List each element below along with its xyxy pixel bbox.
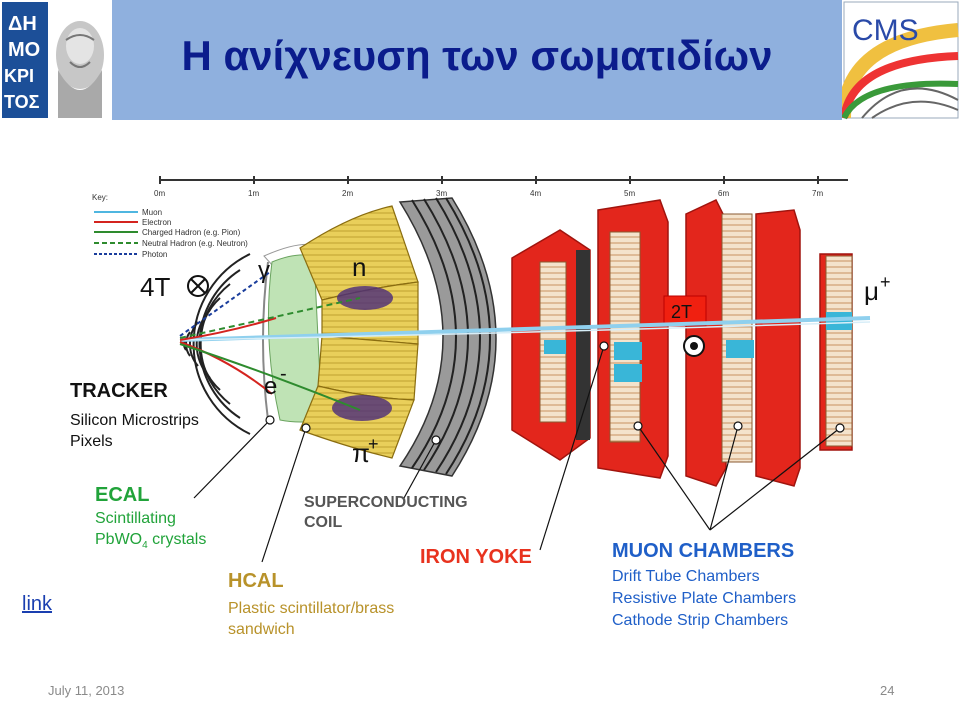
ecal-crystal-subscript: 4 — [142, 540, 148, 552]
hcal-detail-1: Plastic scintillator/brass — [228, 600, 395, 617]
photon-symbol: γ — [258, 257, 270, 284]
hcal-title: HCAL — [228, 570, 284, 592]
logo-letters-4: ΤΟΣ — [4, 92, 40, 112]
scale-tick-label: 4m — [530, 189, 541, 198]
outer-field-box — [663, 295, 707, 327]
scale-tick-label: 3m — [436, 189, 447, 198]
muon-detail-2: Resistive Plate Chambers — [612, 590, 797, 607]
slide-number: 24 — [880, 683, 895, 698]
slide-header — [0, 0, 960, 120]
logo-letters-3: ΚΡΙ — [4, 66, 34, 86]
electron-symbol: e — [264, 373, 277, 400]
ecal-title: ECAL — [95, 484, 150, 506]
muon-chambers — [539, 213, 853, 463]
muon-charge: + — [880, 272, 891, 292]
outer-field-label: 2T — [671, 302, 692, 322]
coil-title-1: SUPERCONDUCTING — [304, 494, 468, 511]
electron-track-2 — [179, 341, 273, 395]
ecal-detail-1: Scintillating — [95, 510, 176, 527]
key-item-charged-hadron: Charged Hadron (e.g. Pion) — [94, 228, 241, 237]
hcal-layer — [299, 205, 419, 459]
cms-logo-image: CMS — [837, 1, 959, 120]
superconducting-coil — [398, 197, 497, 477]
inner-field-label: 4T — [140, 272, 170, 302]
key-heading: Key: — [92, 193, 108, 202]
leader-markers — [265, 341, 845, 445]
muon-detail-3: Cathode Strip Chambers — [612, 612, 789, 629]
scale-tick-label: 0m — [154, 189, 165, 198]
democritus-logo: ΔΗ ΜΟ ΚΡΙ ΤΟΣ — [0, 0, 112, 120]
pion-charge: + — [368, 434, 379, 454]
key-item-neutral-hadron: Neutral Hadron (e.g. Neutron) — [94, 239, 248, 248]
footer-date: July 11, 2013 — [48, 683, 125, 698]
field-into-page-icon — [187, 275, 209, 297]
photon-track — [179, 271, 271, 337]
slide-title: Η ανίχνευση των σωματιδίων — [181, 32, 773, 79]
democritus-logo-image: ΔΗ ΜΟ ΚΡΙ ΤΟΣ — [0, 0, 112, 120]
tracker-title: TRACKER — [70, 380, 168, 402]
more-info-link[interactable]: link — [22, 593, 53, 615]
pion-track — [179, 343, 361, 411]
neutron-symbol: n — [352, 252, 366, 282]
tracker — [183, 253, 251, 435]
key-label-neutral-hadron: Neutral Hadron (e.g. Neutron) — [142, 239, 248, 248]
muon-track — [179, 316, 871, 342]
muon-symbol: μ — [864, 276, 879, 306]
logo-letters-1: ΔΗ — [8, 13, 37, 35]
cms-logo-text: CMS — [852, 14, 919, 47]
scale-tick-label: 6m — [718, 189, 729, 198]
field-out-of-page-icon — [683, 335, 705, 357]
key-item-photon: Photon — [94, 250, 167, 259]
key-label-charged-hadron: Charged Hadron (e.g. Pion) — [142, 228, 241, 237]
tracker-detail-2: Pixels — [70, 433, 113, 450]
key-label-electron: Electron — [142, 218, 171, 227]
scale-ticks: 0m 1m 2m 3m 4m 5m 6m 7m — [154, 176, 823, 198]
particle-tracks — [179, 271, 871, 411]
logo-letters-2: ΜΟ — [8, 39, 40, 61]
key-item-electron: Electron — [94, 218, 171, 227]
neutron-track — [179, 297, 361, 339]
tracker-detail-1: Silicon Microstrips — [70, 412, 199, 429]
key-label-photon: Photon — [142, 250, 167, 259]
leader-lines — [193, 345, 841, 563]
key-item-muon: Muon — [94, 208, 162, 217]
hcal-detail-2: sandwich — [228, 621, 295, 638]
ecal-crystal-formula: PbWO — [95, 531, 143, 548]
coil-title-2: COIL — [304, 514, 343, 531]
scale-tick-label: 1m — [248, 189, 259, 198]
cms-logo: CMS — [837, 0, 960, 120]
muon-detail-1: Drift Tube Chambers — [612, 568, 760, 585]
muon-chambers-title: MUON CHAMBERS — [612, 540, 795, 562]
electron-track-1 — [179, 317, 277, 341]
electron-charge: - — [280, 363, 287, 385]
key-label-muon: Muon — [142, 208, 162, 217]
scale-tick-label: 5m — [624, 189, 635, 198]
ecal-detail-2: PbWO4 crystals — [95, 531, 206, 551]
pion-symbol: π — [352, 438, 370, 468]
scale-tick-label: 2m — [342, 189, 353, 198]
yoke-title: IRON YOKE — [420, 546, 532, 568]
ecal-crystal-word: crystals — [147, 531, 207, 548]
scale-tick-label: 7m — [812, 189, 823, 198]
